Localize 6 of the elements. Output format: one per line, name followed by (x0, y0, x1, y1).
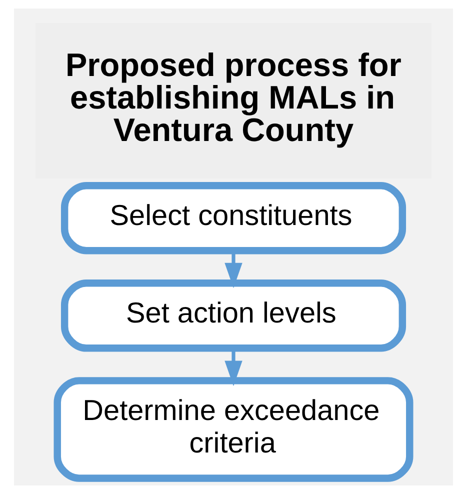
node-box: Select constituents (60, 182, 406, 254)
arrow (224, 250, 242, 288)
arrow (224, 348, 242, 386)
diagram-title: Proposed process for establishing MALs in Ventura County (65, 47, 402, 148)
node-box: Set action levels (60, 280, 406, 352)
node-box: Determine exceedance criteria (54, 377, 414, 482)
